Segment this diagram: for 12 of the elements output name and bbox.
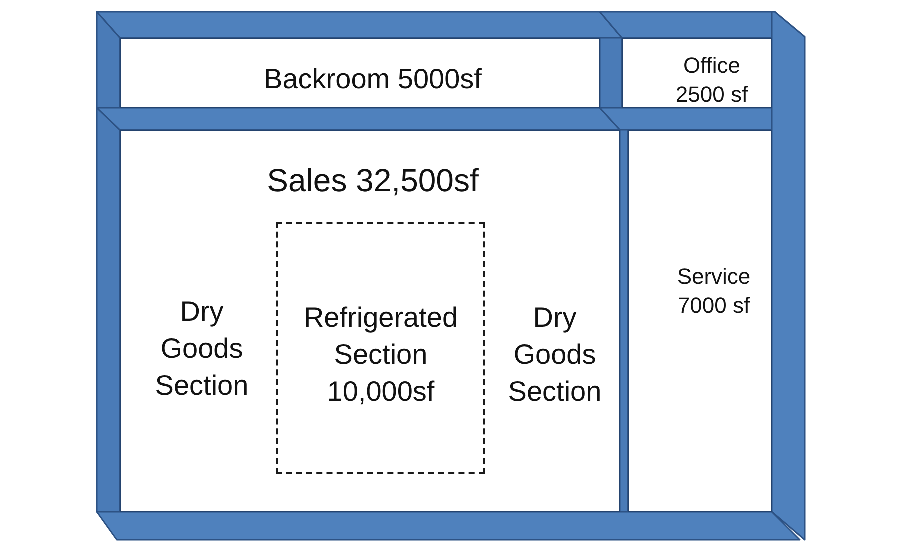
room-label: Office 2500 sf [674, 52, 750, 109]
room-label: Refrigerated Section 10,000sf [302, 301, 460, 410]
room-label: Sales 32,500sf [266, 162, 480, 201]
room-label: Service 7000 sf [676, 262, 752, 320]
room-label: Dry Goods Section [507, 301, 603, 410]
room [628, 130, 772, 512]
room-label: Backroom 5000sf [263, 62, 483, 96]
dashed-area [276, 222, 485, 474]
room [120, 130, 620, 512]
room [120, 38, 600, 108]
room-label: Dry Goods Section [154, 295, 250, 404]
room [622, 38, 772, 108]
